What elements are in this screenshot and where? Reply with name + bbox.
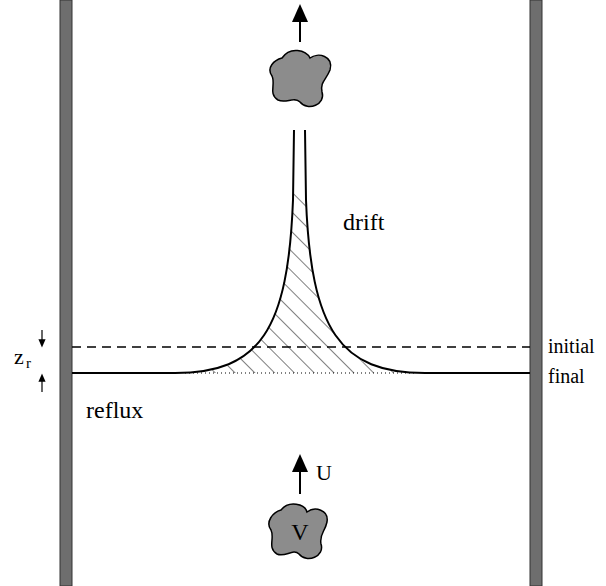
level-label: final (548, 366, 585, 386)
body-shape: V (267, 502, 333, 562)
motion-arrow (299, 12, 301, 42)
dimension-symbol: z (14, 346, 24, 368)
volume-label: V (291, 520, 308, 544)
region-label: drift (343, 210, 384, 234)
reference-level (185, 373, 415, 374)
dimension-arrow (41, 330, 42, 344)
level-label: initial (548, 336, 595, 356)
region-label: reflux (86, 398, 143, 422)
left-wall (60, 0, 72, 586)
right-wall (530, 0, 542, 586)
dimension-arrow (41, 377, 42, 392)
drift-volume (185, 190, 415, 373)
velocity-arrow (299, 462, 301, 494)
final-surface (72, 130, 294, 373)
final-surface (305, 130, 530, 373)
initial-level (72, 346, 530, 348)
velocity-label: U (316, 462, 332, 484)
dimension-subscript: r (26, 356, 31, 371)
body-shape (270, 50, 331, 106)
